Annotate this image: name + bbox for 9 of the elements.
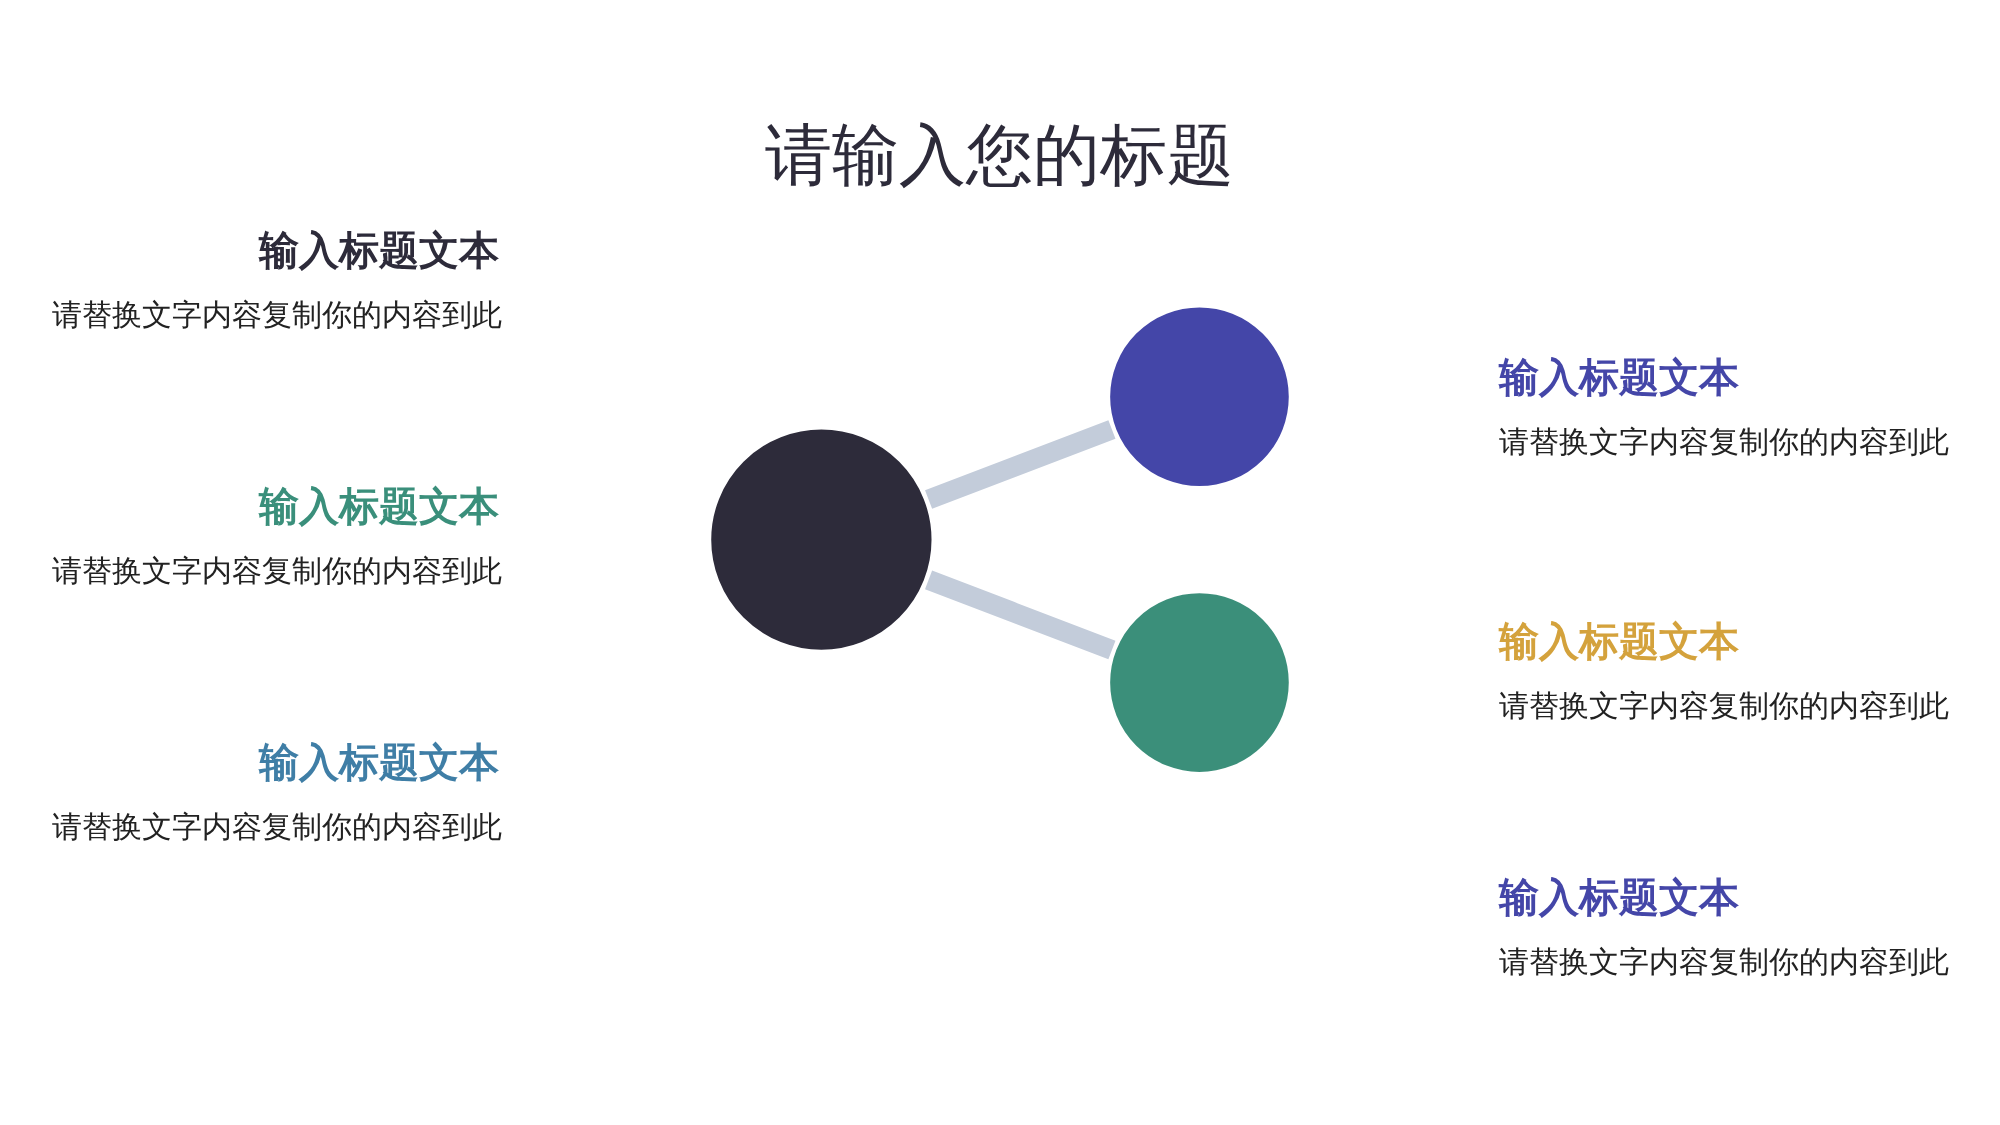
node-text: 输入标题文本 请替换文字内容复制你的内容到此 bbox=[52, 738, 503, 845]
connector bbox=[925, 570, 1116, 660]
connector bbox=[925, 420, 1116, 509]
node-text: 输入标题文本 请替换文字内容复制你的内容到此 bbox=[1499, 617, 1950, 724]
node-text: 输入标题文本 请替换文字内容复制你的内容到此 bbox=[1499, 873, 1950, 980]
node-text: 输入标题文本 请替换文字内容复制你的内容到此 bbox=[1499, 353, 1950, 460]
node-text: 输入标题文本 请替换文字内容复制你的内容到此 bbox=[52, 482, 503, 589]
diagram-title: 请输入您的标题 bbox=[765, 114, 1235, 194]
node-text: 输入标题文本 请替换文字内容复制你的内容到此 bbox=[52, 226, 503, 333]
